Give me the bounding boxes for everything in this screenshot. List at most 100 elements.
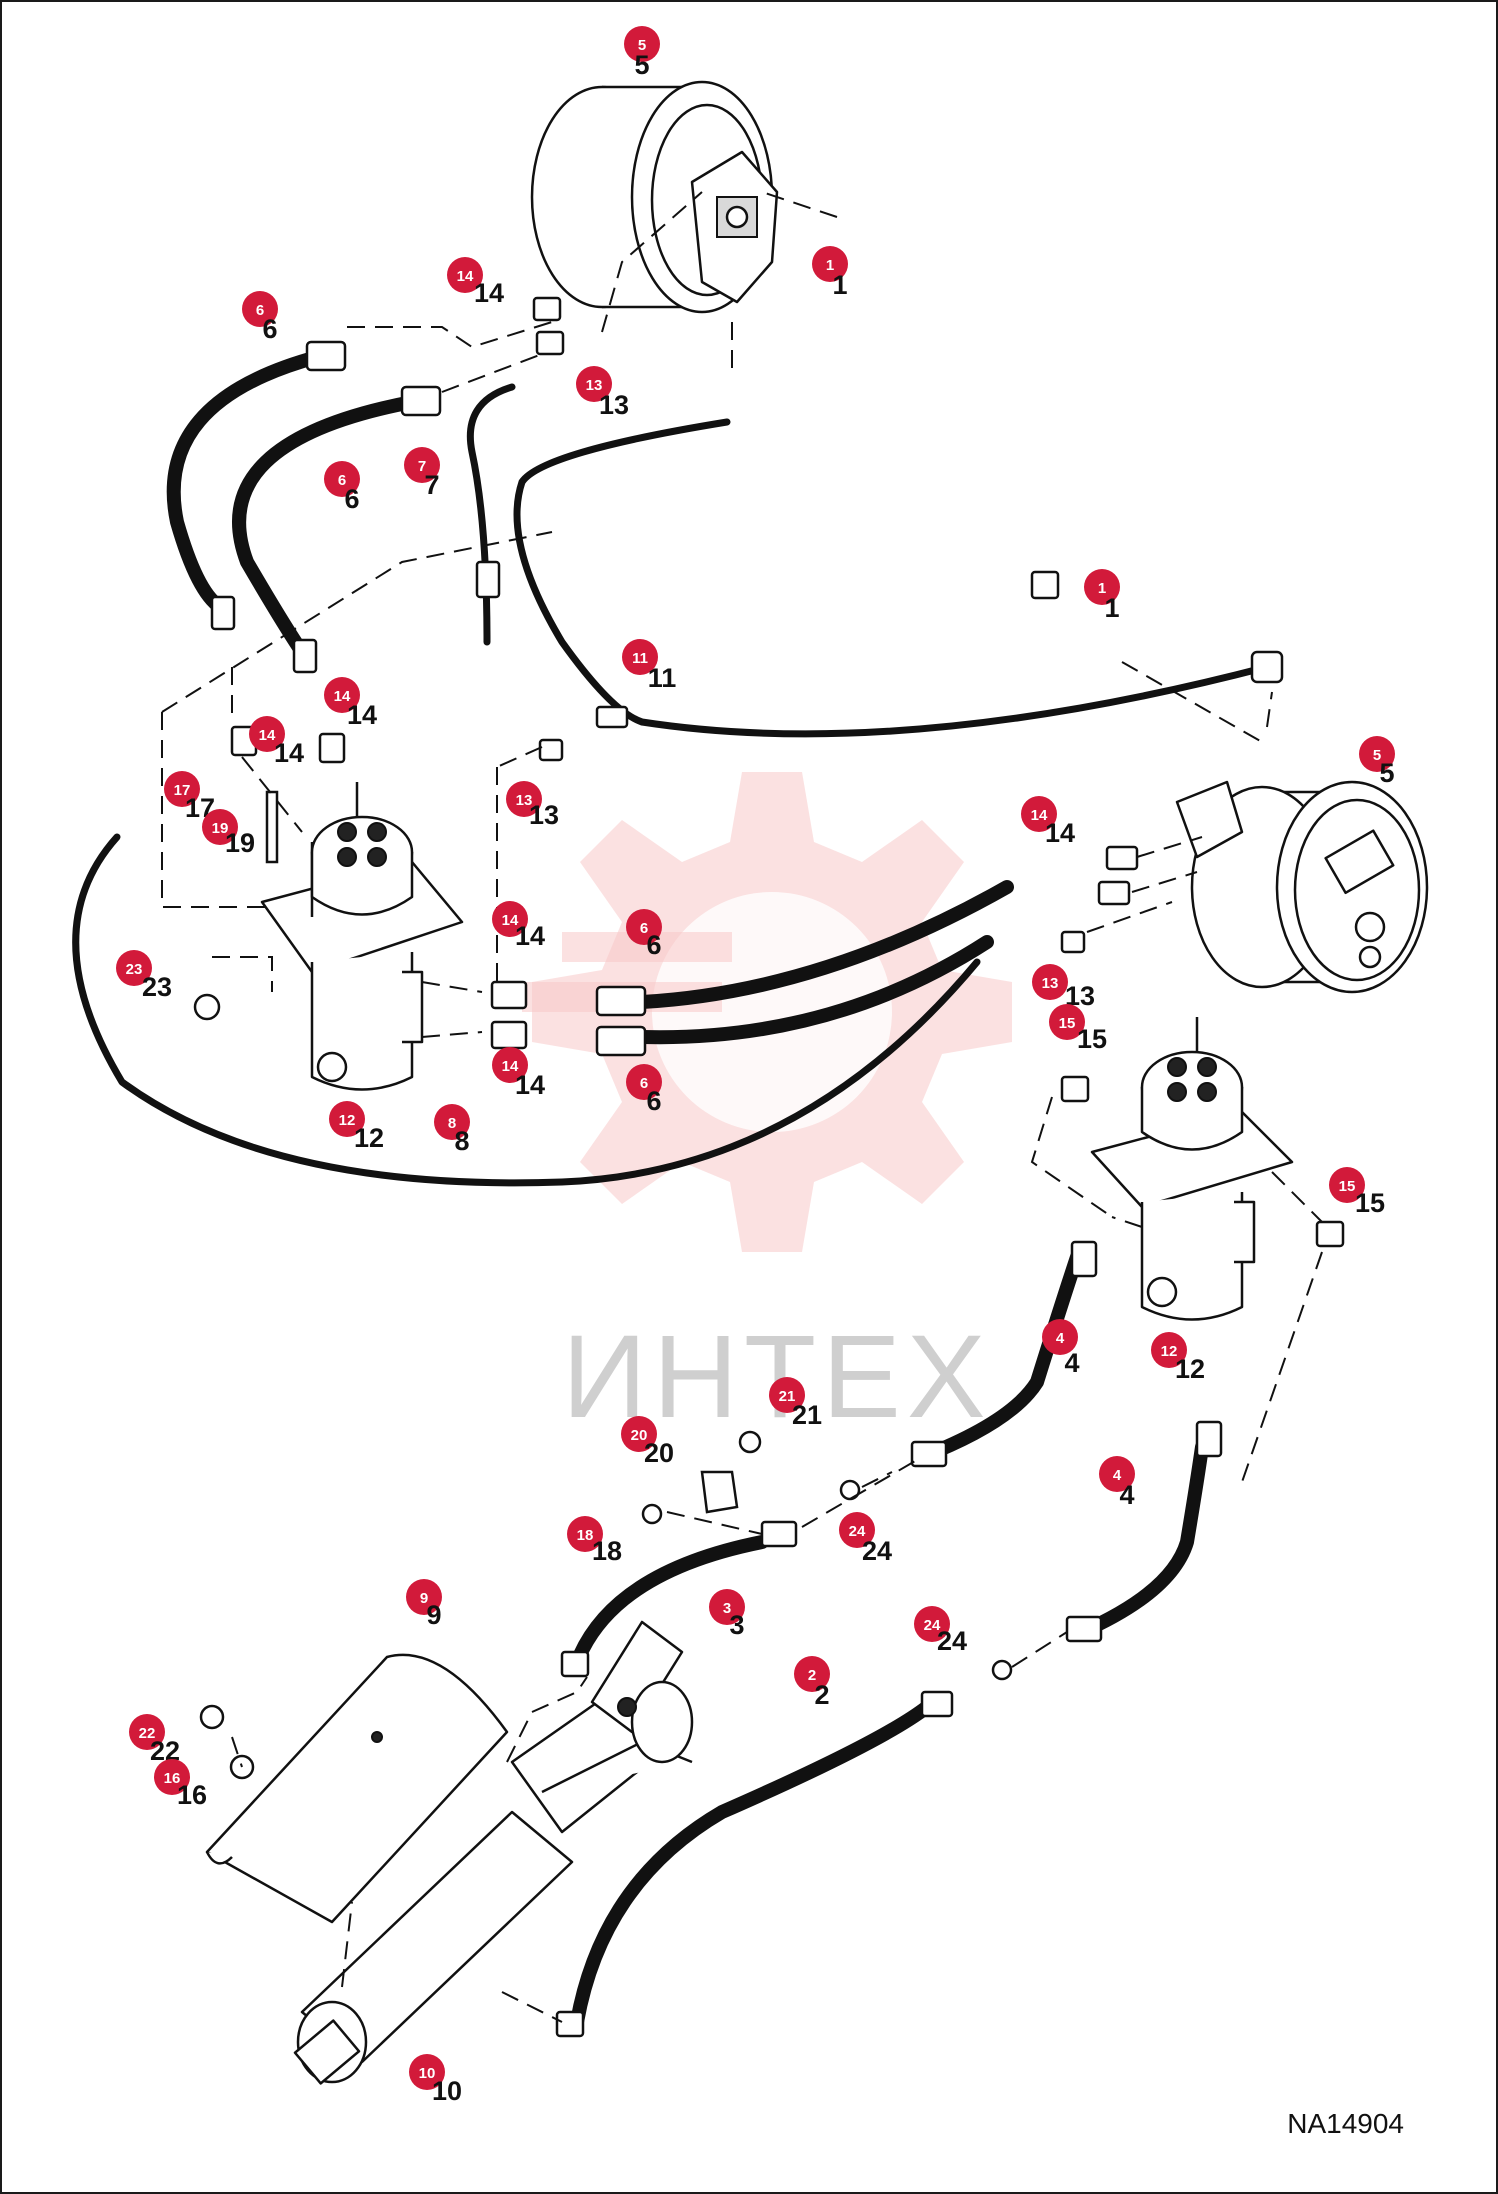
svg-text:8: 8 [448,1115,456,1132]
callout-badge-13a: 13 [576,366,612,402]
callout-badge-19: 19 [202,809,238,845]
svg-text:13: 13 [586,377,603,394]
svg-text:3: 3 [723,1600,731,1617]
svg-text:14: 14 [502,912,519,929]
callout-badge-6b: 6 [324,461,360,497]
callout-number-13b: 13 [529,800,559,830]
callout-number-12b: 12 [1175,1354,1205,1384]
callout-number-20: 20 [644,1438,674,1468]
callout-number-15b: 15 [1355,1188,1385,1218]
callout-number-12a: 12 [354,1123,384,1153]
callout-badge-14d: 14 [1021,796,1057,832]
callout-number-24b: 24 [937,1626,967,1656]
diagram-code-label: NA14904 [1287,2108,1404,2139]
callout-badge-5b: 5 [1359,736,1395,772]
callout-number-1a: 1 [832,270,847,300]
callout-badge-1b: 1 [1084,569,1120,605]
callout-badge-24a: 24 [839,1512,875,1548]
callout-number-2: 2 [814,1680,829,1710]
svg-text:6: 6 [640,1075,648,1092]
callout-badge-10: 10 [409,2054,445,2090]
svg-text:16: 16 [164,1770,181,1787]
callout-badge-14c: 14 [249,716,285,752]
svg-text:21: 21 [779,1388,796,1405]
callout-number-6a: 6 [262,314,277,344]
callout-number-5a: 5 [634,50,649,80]
callout-number-21: 21 [792,1400,822,1430]
callout-number-1b: 1 [1104,593,1119,623]
fittings [193,296,1345,2038]
callout-badge-13b: 13 [506,781,542,817]
callout-badge-6d: 6 [626,1064,662,1100]
callout-number-14b: 14 [347,700,377,730]
callout-badge-21: 21 [769,1377,805,1413]
callout-badge-14a: 14 [447,257,483,293]
svg-text:7: 7 [418,458,426,475]
callout-badge-12b: 12 [1151,1332,1187,1368]
callout-badge-14b: 14 [324,677,360,713]
travel-motor-top [530,80,779,314]
callout-badge-6c: 6 [626,909,662,945]
svg-text:4: 4 [1113,1467,1122,1484]
callout-number-8: 8 [454,1126,469,1156]
callout-badge-23: 23 [116,950,152,986]
callout-badge-16: 16 [154,1759,190,1795]
travel-motor-right [1175,780,1429,994]
svg-text:9: 9 [420,1590,428,1607]
callout-number-16: 16 [177,1780,207,1810]
callouts: 5 5 1 1 14 14 6 6 13 13 6 6 7 7 1 1 11 1… [116,26,1395,2106]
callout-badge-15a: 15 [1049,1004,1085,1040]
leader-lines [161,191,1323,2023]
svg-text:5: 5 [638,37,646,54]
callout-badge-2: 2 [794,1656,830,1692]
callout-badge-15b: 15 [1329,1167,1365,1203]
callout-badge-1a: 1 [812,246,848,282]
svg-text:6: 6 [640,920,648,937]
svg-text:15: 15 [1059,1015,1076,1032]
callout-number-14c: 14 [274,738,304,768]
svg-text:19: 19 [212,820,229,837]
callout-badge-18: 18 [567,1516,603,1552]
callout-badge-11: 11 [622,639,658,675]
callout-number-18: 18 [592,1536,622,1566]
callout-number-7: 7 [424,470,439,500]
callout-number-14f: 14 [515,1070,545,1100]
callout-badge-20: 20 [621,1416,657,1452]
callout-badge-24b: 24 [914,1606,950,1642]
callout-number-14e: 14 [515,921,545,951]
svg-text:10: 10 [419,2065,436,2082]
callout-number-19: 19 [225,828,255,858]
svg-text:12: 12 [339,1112,356,1129]
svg-text:14: 14 [457,268,474,285]
callout-badge-3: 3 [709,1589,745,1625]
callout-number-23: 23 [142,972,172,1002]
callout-number-6d: 6 [646,1086,661,1116]
svg-text:13: 13 [516,792,533,809]
callout-badge-12a: 12 [329,1101,365,1137]
svg-text:15: 15 [1339,1178,1356,1195]
callout-number-10: 10 [432,2076,462,2106]
svg-text:18: 18 [577,1527,594,1544]
blade-cylinder [293,1620,694,2085]
callout-number-4b: 4 [1119,1480,1134,1510]
callout-number-4a: 4 [1064,1348,1079,1378]
callout-badge-7: 7 [404,447,440,483]
svg-text:2: 2 [808,1667,816,1684]
callout-badge-14f: 14 [492,1047,528,1083]
callout-badge-5a: 5 [624,26,660,62]
svg-text:6: 6 [256,302,264,319]
callout-badge-6a: 6 [242,291,278,327]
svg-text:14: 14 [1031,807,1048,824]
callout-badge-13c: 13 [1032,964,1068,1000]
callout-badge-8: 8 [434,1104,470,1140]
svg-text:14: 14 [502,1058,519,1075]
svg-text:17: 17 [174,782,191,799]
svg-text:14: 14 [334,688,351,705]
callout-number-5b: 5 [1379,758,1394,788]
callout-number-14a: 14 [474,278,504,308]
callout-number-15a: 15 [1077,1024,1107,1054]
callout-badge-4b: 4 [1099,1456,1135,1492]
svg-text:6: 6 [338,472,346,489]
